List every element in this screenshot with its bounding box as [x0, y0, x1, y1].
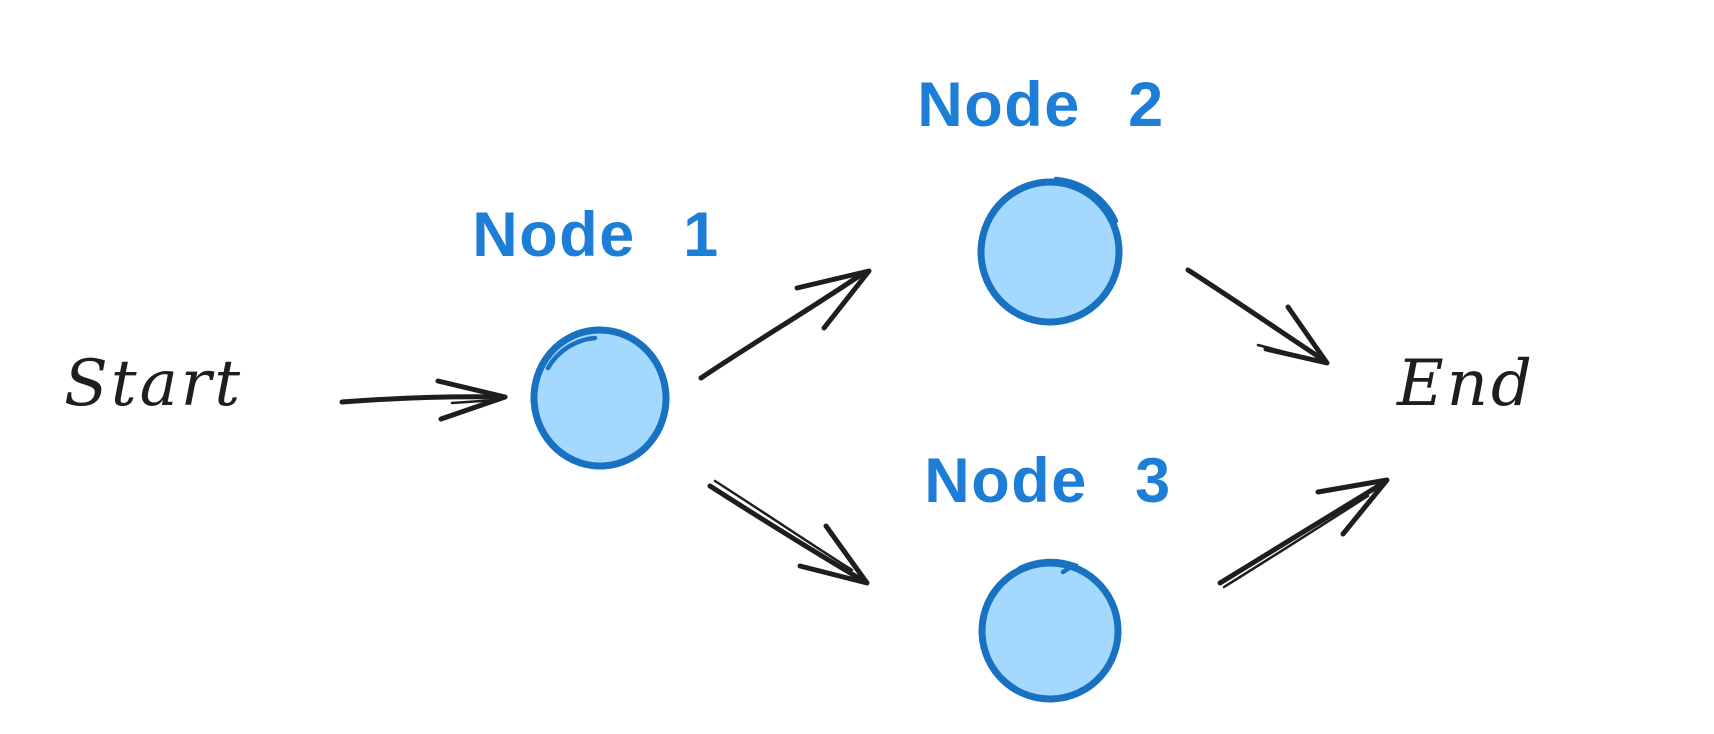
- edge-arrowhead: [1315, 477, 1390, 537]
- node2-circle: [977, 176, 1123, 326]
- edge-sketch-stroke: [1256, 343, 1320, 363]
- node2-label: Node 2: [917, 70, 1165, 140]
- edge-shaft: [339, 394, 508, 405]
- edge-shaft: [1217, 482, 1383, 586]
- node-sketch-seam: [545, 335, 598, 371]
- edge-arrowhead: [797, 523, 870, 586]
- node1-label: Node 1: [472, 200, 720, 270]
- edge-arrowhead: [435, 378, 508, 422]
- edge-sketch-stroke: [1222, 494, 1370, 589]
- start-label: Start: [64, 347, 244, 421]
- edge-node1-to-node3: [707, 479, 870, 586]
- node-circle-shape: [978, 559, 1122, 703]
- edge-shaft: [707, 483, 865, 583]
- node3-label: Node 3: [924, 446, 1172, 516]
- edge-start-to-node1: [339, 378, 508, 422]
- edge-node1-to-node2: [698, 268, 872, 381]
- edge-shaft: [698, 271, 865, 381]
- node3-circle: [978, 558, 1122, 703]
- end-label: End: [1397, 347, 1535, 421]
- node-circle-shape: [530, 326, 670, 470]
- edge-shaft: [1185, 267, 1325, 362]
- edge-sketch-stroke: [450, 398, 498, 405]
- node-circle-shape: [977, 178, 1123, 326]
- edge-node3-to-end: [1217, 477, 1390, 589]
- edge-sketch-stroke: [713, 479, 854, 572]
- edge-arrowhead: [794, 268, 872, 331]
- node1-circle: [530, 326, 670, 470]
- edge-node2-to-end: [1185, 267, 1330, 366]
- node-sketch-seam: [1053, 176, 1119, 224]
- node-sketch-seam: [1017, 558, 1080, 575]
